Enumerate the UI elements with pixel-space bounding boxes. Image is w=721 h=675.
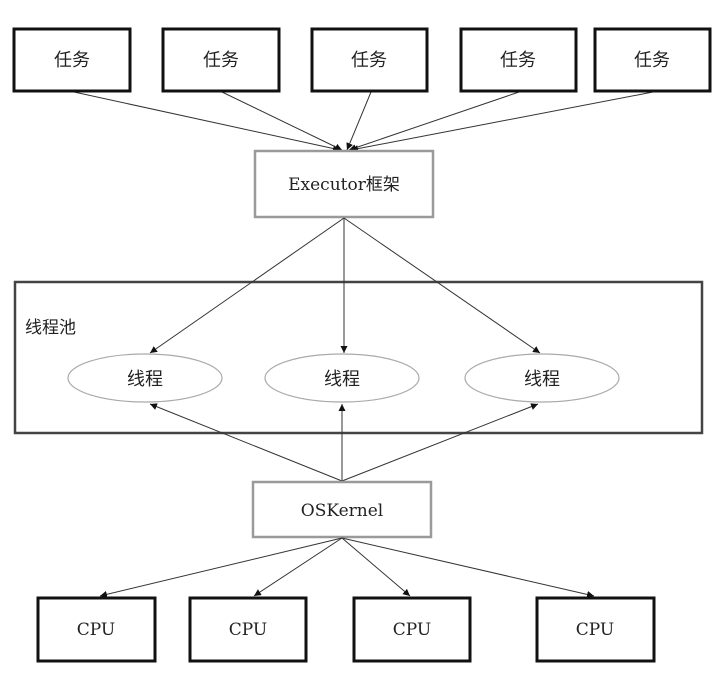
kernel-cpu-arrows	[99, 537, 595, 598]
arrow-task3-executor	[346, 91, 372, 151]
arrow-kernel-cpu2	[253, 537, 343, 597]
arrow-executor-thread1	[149, 217, 345, 354]
thread-ellipse: 线程	[464, 353, 620, 403]
cpu-box: CPU	[36, 596, 157, 663]
cpu-label: CPU	[576, 620, 614, 640]
arrow-kernel-cpu3	[341, 537, 411, 597]
arrow-task1-executor	[73, 91, 341, 152]
cpu-label: CPU	[393, 620, 431, 640]
task-arrows	[73, 91, 654, 153]
task-label: 任务	[203, 50, 239, 71]
oskernel-label: OSKernel	[301, 501, 383, 521]
thread-label: 线程	[127, 369, 163, 390]
arrow-executor-thread3	[343, 217, 541, 354]
cpu-label: CPU	[77, 620, 115, 640]
task-box: 任务	[459, 27, 578, 93]
task-box: 任务	[593, 27, 712, 93]
kernel-thread-arrows	[149, 403, 539, 482]
thread-pool-box: 线程池	[13, 280, 704, 435]
task-label: 任务	[500, 50, 536, 71]
arrow-task5-executor	[350, 91, 654, 153]
arrow-kernel-thread3	[341, 403, 539, 482]
cpu-label: CPU	[229, 620, 267, 640]
task-label: 任务	[351, 50, 387, 71]
arrow-kernel-cpu1	[99, 537, 343, 598]
task-box: 任务	[310, 27, 429, 93]
arrow-kernel-thread1	[149, 403, 343, 482]
cpu-box: CPU	[352, 596, 472, 663]
cpu-box: CPU	[188, 596, 308, 663]
cpu-box: CPU	[535, 596, 656, 663]
arrow-task2-executor	[221, 91, 343, 151]
thread-ellipse: 线程	[264, 353, 420, 403]
oskernel-box: OSKernel	[251, 480, 433, 539]
arrow-kernel-cpu4	[341, 537, 595, 598]
thread-ellipse: 线程	[67, 353, 223, 403]
arrow-task4-executor	[348, 91, 520, 152]
executor-box: Executor框架	[253, 149, 435, 219]
task-box: 任务	[12, 27, 132, 93]
task-row: 任务 任务 任务 任务 任务	[12, 27, 712, 93]
thread-label: 线程	[324, 369, 360, 390]
executor-label: Executor框架	[288, 175, 400, 195]
task-box: 任务	[161, 27, 281, 93]
executor-arrows	[149, 217, 541, 354]
thread-pool-label: 线程池	[25, 318, 76, 338]
task-label: 任务	[54, 50, 90, 71]
thread-label: 线程	[524, 369, 560, 390]
task-label: 任务	[634, 50, 670, 71]
